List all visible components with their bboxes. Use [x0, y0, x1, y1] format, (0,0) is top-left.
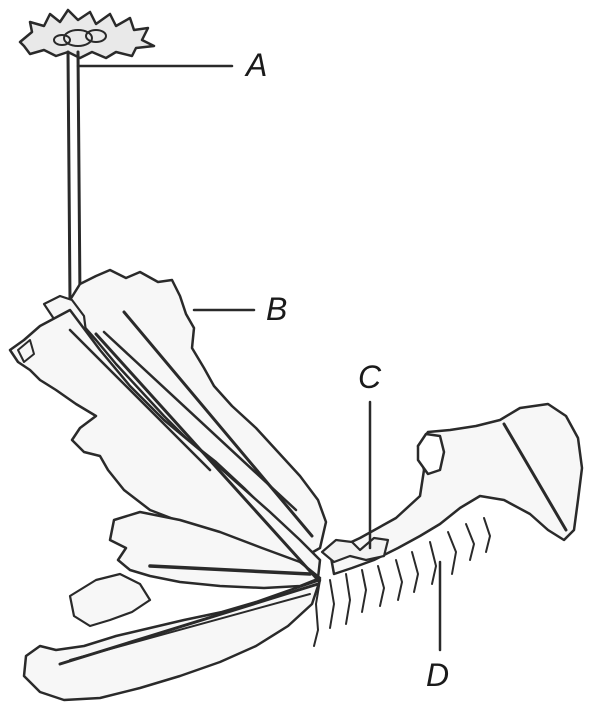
leaf-lower [24, 574, 320, 700]
label-b: B [266, 291, 287, 327]
flower-stalk [68, 52, 80, 300]
flower-head [20, 10, 154, 58]
label-d: D [426, 657, 449, 693]
label-a: A [244, 47, 267, 83]
label-c: C [358, 359, 382, 395]
